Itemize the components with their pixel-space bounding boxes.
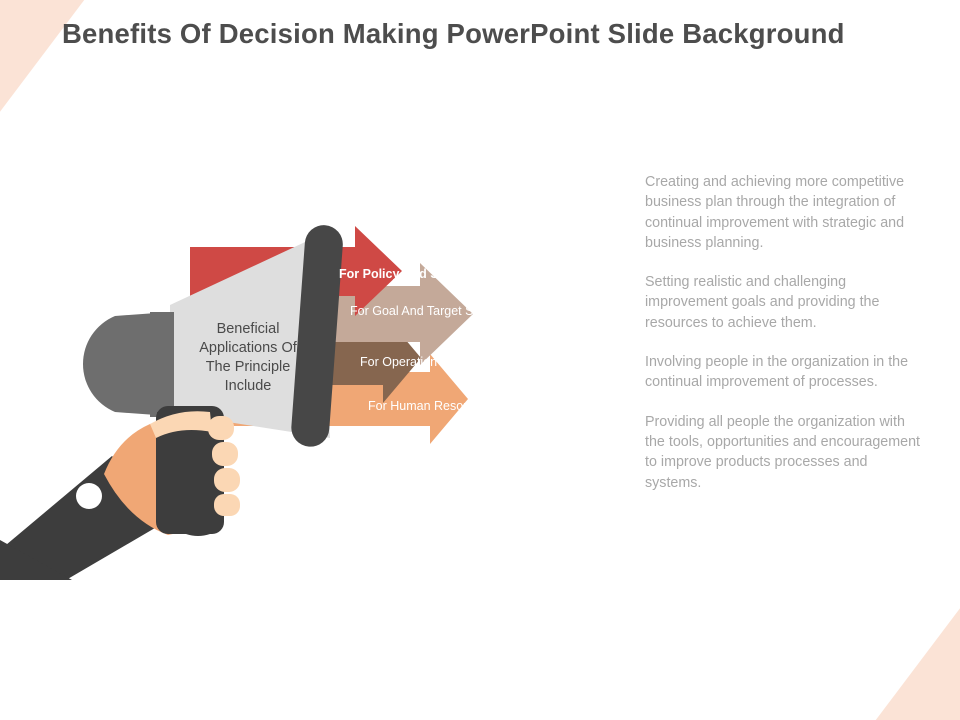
megaphone-caption: Beneficial Applications Of The Principle… <box>178 320 318 396</box>
cuff-button <box>76 483 102 509</box>
megaphone-caption-line-2: Applications Of <box>199 340 297 356</box>
megaphone-caption-line-3: The Principle <box>205 359 291 375</box>
paragraph-2: Setting realistic and challenging improv… <box>645 274 880 331</box>
megaphone-arrows-graphic <box>0 120 640 580</box>
paragraph-1: Creating and achieving more competitive … <box>645 174 905 251</box>
megaphone-handle-base <box>156 406 224 534</box>
slide-title: Benefits Of Decision Making PowerPoint S… <box>62 18 845 49</box>
bottom-right-corner-decoration <box>821 528 960 720</box>
finger-1 <box>208 416 234 440</box>
megaphone-body <box>82 312 170 416</box>
finger-3 <box>214 468 240 492</box>
megaphone-caption-line-1: Beneficial <box>216 321 280 337</box>
thumb <box>150 411 212 438</box>
megaphone-body-join <box>150 312 174 417</box>
finger-4 <box>214 494 240 516</box>
megaphone-rim <box>291 225 343 447</box>
arrow-label-goal-target[interactable]: For Goal And Target Setting <box>350 304 505 318</box>
description-text-column: Creating and achieving more competitive … <box>645 172 920 493</box>
arrow-label-policy-strategy[interactable]: For Policy And Strategy Formulation <box>339 267 556 281</box>
arrow-label-operation[interactable]: For Operation Management <box>360 355 514 369</box>
megaphone-caption-line-4: Include <box>224 378 272 394</box>
finger-2 <box>212 442 238 466</box>
paragraph-3: Involving people in the organization in … <box>645 354 909 391</box>
sleeve-lower <box>0 540 72 580</box>
megaphone-cone <box>170 236 330 438</box>
arrow-label-human-resource[interactable]: For Human Resource Management <box>368 399 564 413</box>
paragraph-4: Providing all people the organization wi… <box>645 413 921 491</box>
